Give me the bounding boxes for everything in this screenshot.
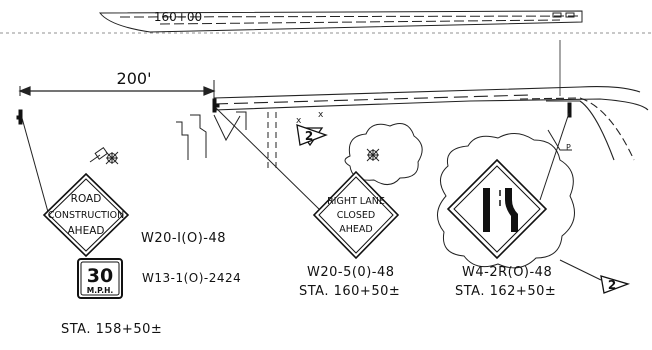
revision-triangle-1: 2 (296, 124, 328, 147)
revision-cloud-large (437, 133, 575, 269)
sign1-station: STA. 158+50± (61, 322, 163, 337)
revision-triangle-2: 2 (559, 259, 631, 294)
svg-text:P: P (566, 143, 571, 152)
sign3-code: W4-2R(O)-48 (462, 265, 553, 280)
top-station-label: 160+00 (154, 10, 202, 24)
svg-text:x: x (296, 116, 302, 126)
warning-light-icon (366, 148, 380, 162)
sign2-station: STA. 160+50± (299, 284, 401, 299)
sign1-line3: AHEAD (68, 225, 105, 237)
sign1-line1: ROAD (71, 193, 102, 205)
road-construction-ahead-sign: ROAD CONSTRUCTION AHEAD (42, 172, 130, 258)
revision-number-1: 2 (305, 129, 313, 143)
revision-cloud-small (344, 123, 423, 185)
sign2-line1: RIGHT LANE (327, 196, 385, 207)
sign2-line3: AHEAD (339, 224, 372, 235)
sign-post-markers (16, 98, 572, 125)
lane-reduction-sign (446, 158, 548, 260)
sign3-station: STA. 162+50± (455, 284, 557, 299)
sign2-line2: CLOSED (337, 210, 375, 221)
dimension-line (18, 80, 216, 110)
leader-lines (21, 107, 570, 213)
sign2-code: W20-5(0)-48 (307, 265, 395, 280)
speed-plate-code: W13-1(O)-2424 (142, 271, 242, 285)
dimension-label: 200' (117, 69, 152, 88)
sign1-line2: CONSTRUCTION (48, 210, 124, 221)
svg-text:x: x (318, 110, 324, 120)
speed-value: 30 (87, 265, 113, 287)
warning-light-icon (89, 146, 119, 165)
right-lane-closed-ahead-sign: RIGHT LANE CLOSED AHEAD (312, 170, 400, 260)
speed-unit: M.P.H. (87, 286, 114, 295)
intersection-geometry: x x P (176, 110, 572, 170)
speed-advisory-plate: 30 M.P.H. (77, 258, 123, 299)
upstream-roadway-sketch (0, 10, 652, 34)
sign1-code: W20-I(O)-48 (141, 231, 227, 246)
lane-reduction-icon (483, 188, 518, 232)
road-edge-lines (213, 40, 649, 161)
revision-number-2: 2 (608, 278, 616, 292)
